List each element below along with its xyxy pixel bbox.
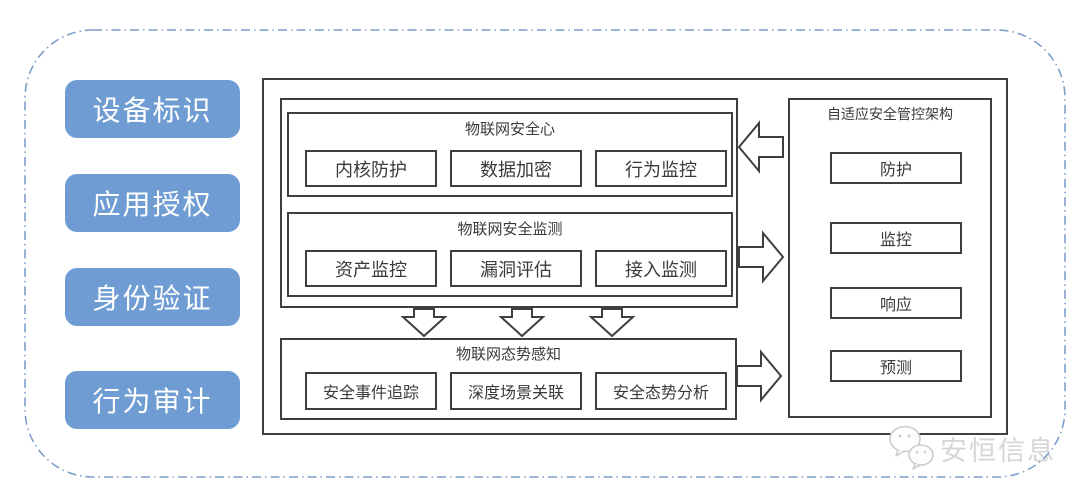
item-protection: 防护: [830, 152, 962, 184]
item-asset-monitoring: 资产监控: [305, 250, 437, 287]
item-behavior-monitoring: 行为监控: [595, 150, 727, 187]
section-iot-security-core: 物联网安全心 内核防护 数据加密 行为监控: [287, 112, 733, 197]
menu-button-behavior-audit: 行为审计: [65, 371, 240, 429]
item-prediction: 预测: [830, 350, 962, 382]
section-iot-situational-awareness: 物联网态势感知 安全事件追踪 深度场景关联 安全态势分析: [280, 338, 737, 420]
item-access-monitoring: 接入监测: [595, 250, 727, 287]
item-kernel-protection: 内核防护: [305, 150, 437, 187]
brand-watermark: 安恒信息: [886, 422, 1056, 474]
item-security-situation-analysis: 安全态势分析: [595, 372, 727, 410]
menu-button-app-authorization: 应用授权: [65, 174, 240, 232]
item-monitoring: 监控: [830, 222, 962, 254]
item-deep-scene-correlation: 深度场景关联: [450, 372, 582, 410]
menu-button-identity-verification: 身份验证: [65, 268, 240, 326]
item-security-event-tracking: 安全事件追踪: [305, 372, 437, 410]
section-iot-security-monitoring: 物联网安全监测 资产监控 漏洞评估 接入监测: [287, 212, 733, 297]
wechat-icon: [889, 425, 934, 470]
section-title: 物联网安全监测: [457, 220, 563, 238]
section-adaptive-security-architecture: 自适应安全管控架构 防护 监控 响应 预测: [788, 98, 992, 418]
item-data-encryption: 数据加密: [450, 150, 582, 187]
brand-name: 安恒信息: [940, 435, 1056, 467]
item-response: 响应: [830, 287, 962, 319]
section-title: 自适应安全管控架构: [827, 107, 953, 123]
item-vulnerability-assessment: 漏洞评估: [450, 250, 582, 287]
section-title: 物联网态势感知: [455, 345, 561, 363]
section-title: 物联网安全心: [464, 120, 555, 138]
menu-button-device-id: 设备标识: [65, 80, 240, 138]
